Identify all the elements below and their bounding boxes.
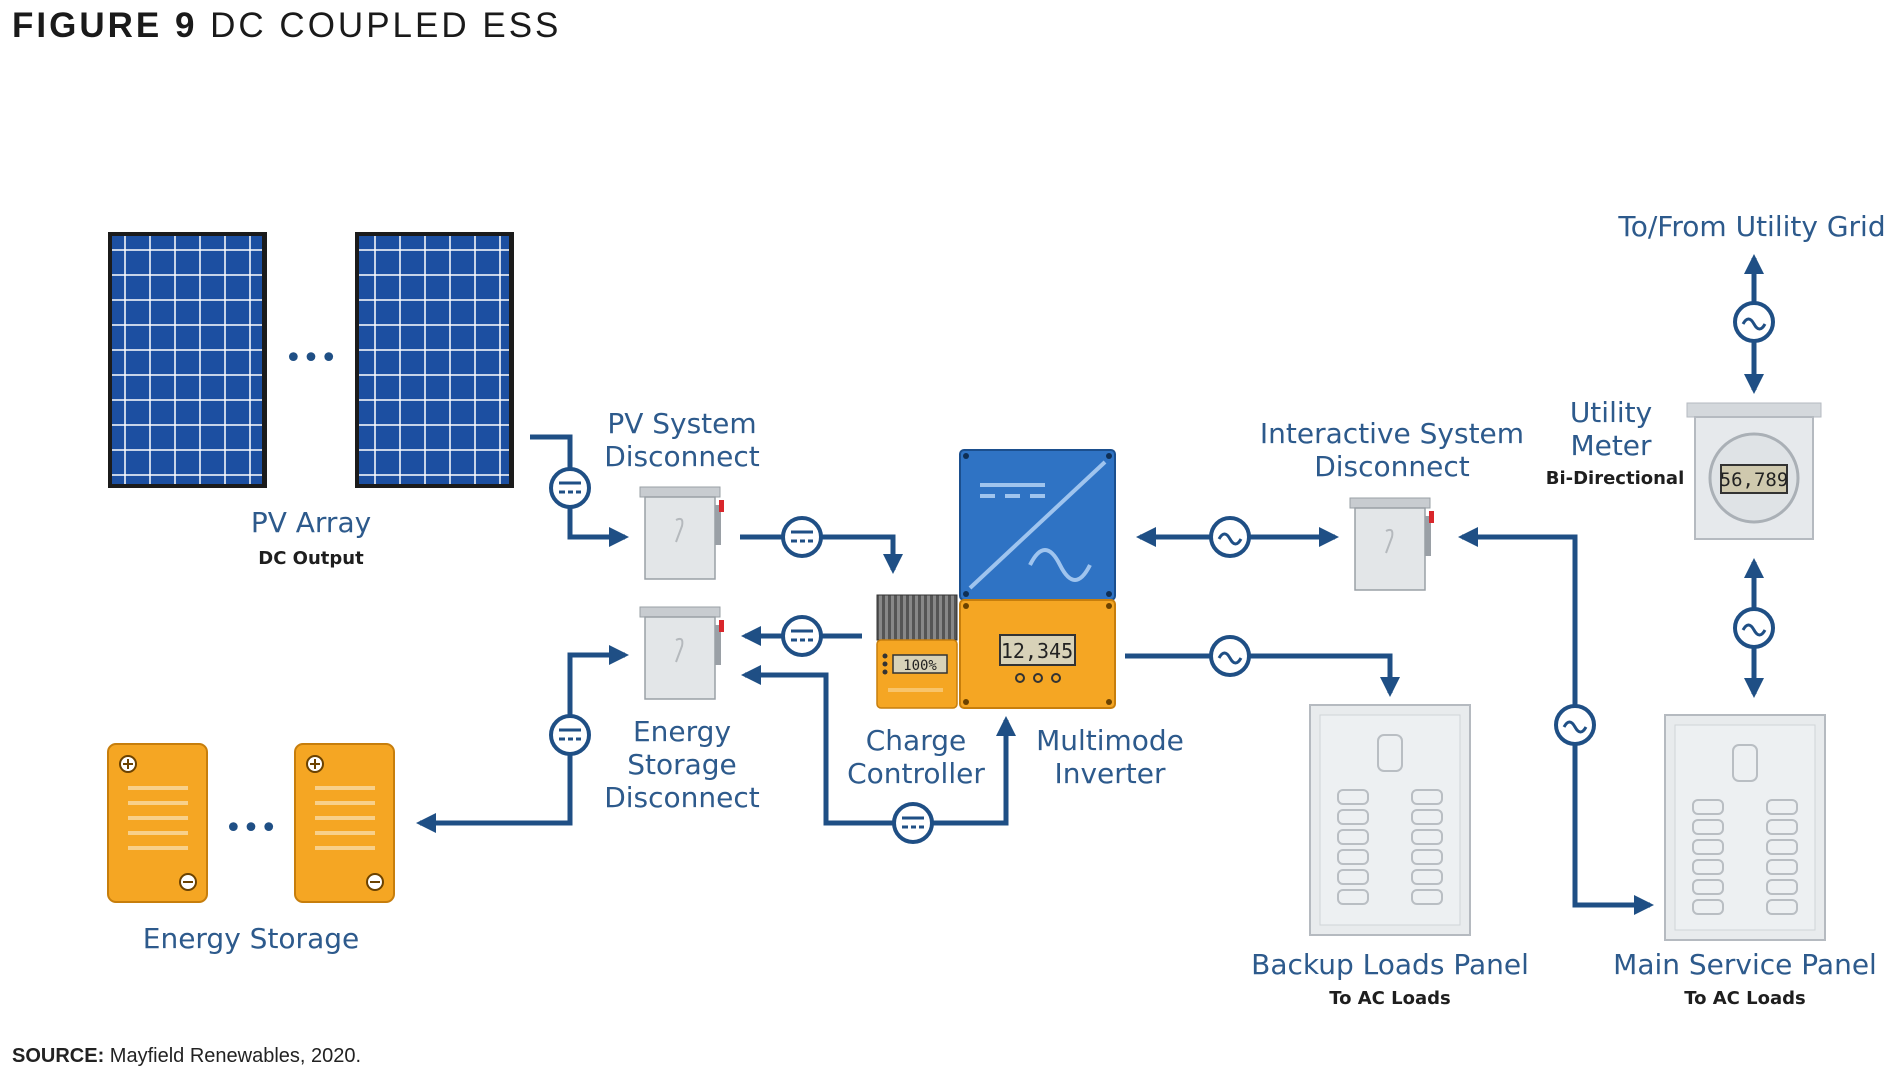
- source-note: SOURCE: Mayfield Renewables, 2020.: [12, 1045, 361, 1068]
- dc-symbol: [781, 615, 823, 657]
- grid-label: To/From Utility Grid: [1617, 210, 1885, 243]
- pv-array-sublabel: DC Output: [258, 548, 364, 569]
- es-disconnect-label-line3: Disconnect: [604, 781, 760, 814]
- wire-dc-bus-loop: [741, 665, 1016, 826]
- backup-loads-panel-icon: [1309, 704, 1471, 936]
- inverter-display: 12,345: [1001, 639, 1073, 663]
- dc-symbol: [549, 467, 591, 509]
- backup-panel-label: Backup Loads Panel: [1251, 948, 1529, 981]
- battery-icon: [107, 743, 208, 903]
- figure-title: FIGURE 9 DC COUPLED ESS: [12, 6, 561, 46]
- charge-controller-display: 100%: [903, 658, 937, 674]
- pv-disconnect-label-line2: Disconnect: [604, 440, 760, 473]
- battery-icon: [294, 743, 395, 903]
- charge-controller-icon: [876, 594, 958, 709]
- ac-symbol: [1209, 516, 1251, 558]
- isd-label-line1: Interactive System: [1260, 417, 1524, 450]
- figure-caption: DC COUPLED ESS: [210, 6, 562, 45]
- main-panel-sublabel: To AC Loads: [1684, 988, 1806, 1009]
- pv-disconnect-label-line1: PV System: [607, 407, 756, 440]
- ac-symbol: [1733, 301, 1775, 343]
- pv-array-label: PV Array: [251, 506, 371, 539]
- dc-symbol: [781, 516, 823, 558]
- es-disconnect-label-line2: Storage: [627, 748, 737, 781]
- meter-display: 56,789: [1720, 469, 1789, 491]
- pv-ellipsis: •••: [284, 341, 337, 376]
- backup-panel-sublabel: To AC Loads: [1329, 988, 1451, 1009]
- inverter-label-line1: Multimode: [1036, 724, 1184, 757]
- meter-sublabel: Bi-Directional: [1546, 468, 1685, 489]
- inverter-icon: [959, 449, 1116, 709]
- charge-controller-label-line1: Charge: [866, 724, 966, 757]
- main-panel-label: Main Service Panel: [1613, 948, 1877, 981]
- meter-label-line1: Utility: [1570, 396, 1652, 429]
- figure-number: FIGURE 9: [12, 6, 198, 45]
- source-label: SOURCE:: [12, 1045, 105, 1067]
- dc-symbol: [892, 802, 934, 844]
- ac-symbol: [1209, 635, 1251, 677]
- solar-panel-icon: [355, 232, 514, 488]
- charge-controller-label-line2: Controller: [847, 757, 985, 790]
- disconnect-switch-icon: [639, 606, 724, 700]
- solar-panel-icon: [108, 232, 267, 488]
- meter-label-line2: Meter: [1570, 429, 1652, 462]
- isd-label-line2: Disconnect: [1314, 450, 1470, 483]
- storage-ellipsis: •••: [224, 811, 277, 846]
- dc-symbol: [549, 714, 591, 756]
- source-text: Mayfield Renewables, 2020.: [109, 1045, 362, 1067]
- inverter-label-line2: Inverter: [1054, 757, 1166, 790]
- wire-inverter-to-backup: [1125, 653, 1400, 697]
- ac-symbol: [1554, 704, 1596, 746]
- wire-es-disconnect-to-storage: [416, 645, 629, 833]
- utility-meter-icon: [1686, 402, 1822, 540]
- ac-symbol: [1733, 607, 1775, 649]
- energy-storage-label: Energy Storage: [143, 922, 359, 955]
- es-disconnect-label-line1: Energy: [633, 715, 731, 748]
- main-service-panel-icon: [1664, 714, 1826, 941]
- disconnect-switch-icon: [1349, 497, 1434, 591]
- disconnect-switch-icon: [639, 486, 724, 580]
